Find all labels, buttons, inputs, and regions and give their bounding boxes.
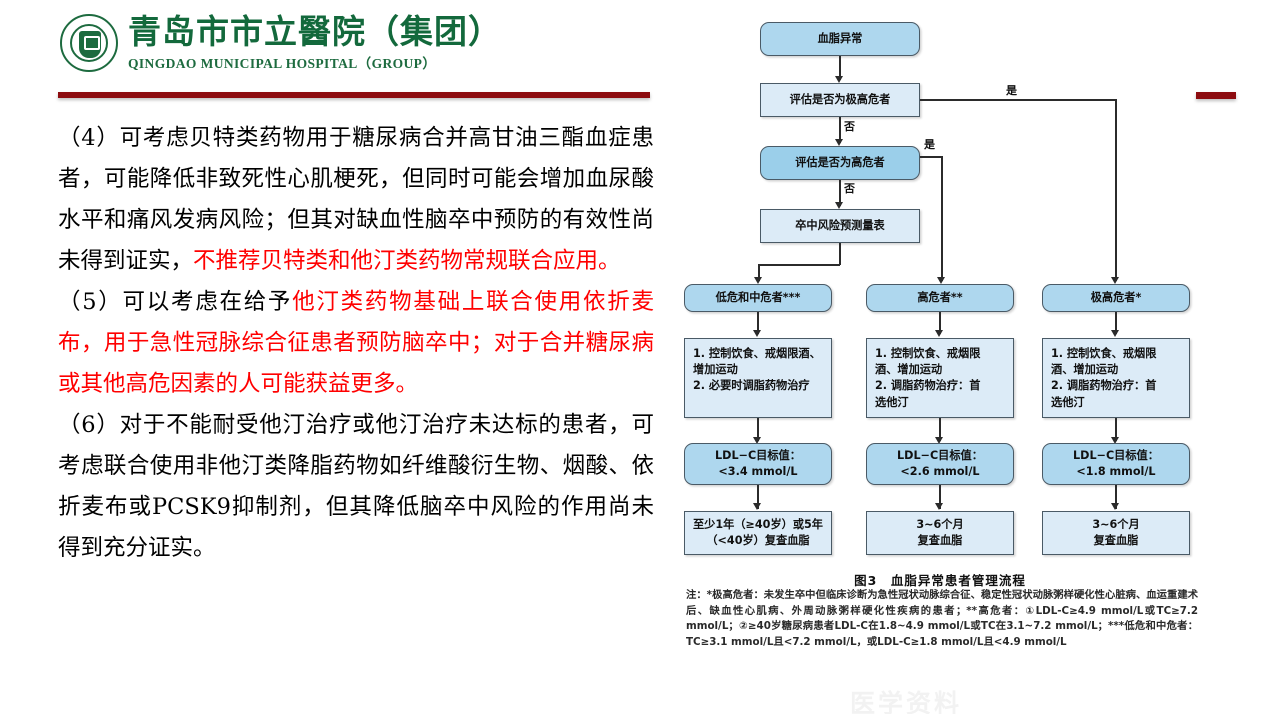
arrowhead-low-4 <box>753 503 761 510</box>
node-dyslipidemia: 血脂异常 <box>760 22 920 56</box>
connector-yes-mid-horizontal <box>920 156 942 158</box>
node-followup-high: 3~6个月 复查血脂 <box>866 511 1014 555</box>
treat-veryhigh-line3: 2. 调脂药物治疗：首 <box>1051 379 1157 393</box>
background-watermark: 医学资料 <box>850 689 963 714</box>
treat-veryhigh-line2: 酒、增加运动 <box>1051 363 1119 377</box>
treat-low-line3: 2. 必要时调脂药物治疗 <box>693 379 810 393</box>
paragraph-5: （5）可以考虑在给予他汀类药物基础上联合使用依折麦布，用于急性冠脉综合征患者预防… <box>58 282 654 405</box>
connector-no-mid <box>839 180 841 206</box>
treat-high-line3: 2. 调脂药物治疗：首 <box>875 379 981 393</box>
node-high-risk: 高危者** <box>866 284 1014 312</box>
arrowhead-high-2 <box>935 330 943 337</box>
connector-low-down <box>758 264 760 281</box>
arrowhead-yes-mid <box>937 277 945 284</box>
para4-black-text: （4）可考虑贝特类药物用于糖尿病合并高甘油三酯血症患者，可能降低非致死性心肌梗死… <box>58 125 654 274</box>
logo-english-name: QINGDAO MUNICIPAL HOSPITAL（GROUP） <box>128 55 437 71</box>
ldl-value-veryhigh: <1.8 mmol/L <box>1076 465 1156 478</box>
follow-high-line2: 复查血脂 <box>917 534 963 547</box>
edge-label-yes-top: 是 <box>1006 84 1017 97</box>
follow-high-line1: 3~6个月 <box>916 517 964 531</box>
node-followup-low: 至少1年（≥40岁）或5年 （<40岁）复查血脂 <box>684 511 832 555</box>
logo-text-group: 青岛市市立醫院（集团） QINGDAO MUNICIPAL HOSPITAL（G… <box>128 14 502 72</box>
connector-scale-down <box>839 243 841 265</box>
treat-high-line4: 选他汀 <box>875 395 909 409</box>
edge-label-no-mid: 否 <box>844 182 855 195</box>
follow-veryhigh-line1: 3~6个月 <box>1092 517 1140 531</box>
node-treatment-high: 1. 控制饮食、戒烟限 酒、增加运动 2. 调脂药物治疗：首 选他汀 <box>866 338 1014 418</box>
arrowhead-yes-top <box>1111 277 1119 284</box>
paragraph-6: （6）对于不能耐受他汀治疗或他汀治疗未达标的患者，可考虑联合使用非他汀类降脂药物… <box>58 405 654 569</box>
para5-black-text: （5）可以考虑在给予 <box>58 289 293 315</box>
connector-yes-top-horizontal <box>920 99 1116 101</box>
node-ldl-target-very-high: LDL−C目标值： <1.8 mmol/L <box>1042 443 1190 485</box>
header-divider-bar <box>58 92 650 98</box>
connector-no-top <box>839 117 841 143</box>
treat-veryhigh-line4: 选他汀 <box>1051 395 1085 409</box>
ldl-label-veryhigh: LDL−C目标值： <box>1073 448 1159 462</box>
arrowhead-low-2 <box>753 330 761 337</box>
follow-low-line2: （<40岁）复查血脂 <box>706 534 810 547</box>
slide-body-text: （4）可考虑贝特类药物用于糖尿病合并高甘油三酯血症患者，可能降低非致死性心肌梗死… <box>58 118 654 569</box>
follow-low-line1: 至少1年（≥40岁）或5年 <box>692 517 823 531</box>
paragraph-4: （4）可考虑贝特类药物用于糖尿病合并高甘油三酯血症患者，可能降低非致死性心肌梗死… <box>58 118 654 282</box>
treat-low-line2: 增加运动 <box>693 363 738 377</box>
node-treatment-low: 1. 控制饮食、戒烟限酒、 增加运动 2. 必要时调脂药物治疗 <box>684 338 832 418</box>
arrowhead-veryhigh-3 <box>1111 437 1119 444</box>
arrowhead-1 <box>835 76 843 83</box>
hospital-logo: 青岛市市立醫院（集团） QINGDAO MUNICIPAL HOSPITAL（G… <box>60 14 502 72</box>
logo-chinese-name: 青岛市市立醫院（集团） <box>128 12 502 52</box>
connector-treat-low-to-ldl <box>757 418 759 441</box>
connector-veryhigh-to-treat <box>1115 312 1117 334</box>
flowchart-figure: 血脂异常 评估是否为极高危者 是 否 评估是否为高危者 是 否 卒中风险预测量表 <box>676 8 1204 708</box>
connector-low-to-treat <box>757 312 759 334</box>
node-very-high-risk: 极高危者* <box>1042 284 1190 312</box>
connector-start-to-assess1 <box>839 56 841 80</box>
edge-label-no-top: 否 <box>844 120 855 133</box>
node-ldl-target-high: LDL−C目标值： <2.6 mmol/L <box>866 443 1014 485</box>
arrowhead-high-4 <box>935 503 943 510</box>
para4-red-text: 不推荐贝特类和他汀类药物常规联合应用。 <box>193 248 621 274</box>
treat-low-line1: 1. 控制饮食、戒烟限酒、 <box>693 347 821 360</box>
arrowhead-low-3 <box>753 437 761 444</box>
para5-red-text: 他汀类药物基础上联合使用依折麦布，用于急性冠脉综合征患者预防脑卒中；对于合并糖尿… <box>58 289 654 397</box>
arrowhead-3 <box>835 202 843 209</box>
node-followup-very-high: 3~6个月 复查血脂 <box>1042 511 1190 555</box>
connector-scale-to-low <box>758 264 840 266</box>
connector-treat-high-to-ldl <box>939 418 941 441</box>
connector-ldl-veryhigh-to-follow <box>1115 485 1117 509</box>
arrowhead-2 <box>835 139 843 146</box>
node-assess-high-risk: 评估是否为高危者 <box>760 146 920 180</box>
ldl-label-high: LDL−C目标值： <box>897 448 983 462</box>
node-low-and-moderate-risk: 低危和中危者*** <box>684 284 832 312</box>
connector-yes-mid-vertical <box>941 156 943 281</box>
arrowhead-high-3 <box>935 437 943 444</box>
treat-veryhigh-line1: 1. 控制饮食、戒烟限 <box>1051 347 1157 360</box>
arrowhead-veryhigh-2 <box>1111 330 1119 337</box>
follow-veryhigh-line2: 复查血脂 <box>1093 534 1139 547</box>
connector-ldl-high-to-follow <box>939 485 941 509</box>
treat-high-line2: 酒、增加运动 <box>875 363 943 377</box>
node-ldl-target-low: LDL−C目标值： <3.4 mmol/L <box>684 443 832 485</box>
figure-footnote: 注：*极高危者：未发生卒中但临床诊断为急性冠状动脉综合征、稳定性冠状动脉粥样硬化… <box>686 589 1198 648</box>
treat-high-line1: 1. 控制饮食、戒烟限 <box>875 347 981 360</box>
ldl-value-low: <3.4 mmol/L <box>718 465 798 478</box>
node-assess-very-high-risk: 评估是否为极高危者 <box>760 83 920 117</box>
shield-icon <box>79 31 101 58</box>
figure-caption: 图3 血脂异常患者管理流程 <box>854 573 1026 588</box>
ldl-value-high: <2.6 mmol/L <box>900 465 980 478</box>
node-treatment-very-high: 1. 控制饮食、戒烟限 酒、增加运动 2. 调脂药物治疗：首 选他汀 <box>1042 338 1190 418</box>
connector-ldl-low-to-follow <box>757 485 759 509</box>
connector-high-to-treat <box>939 312 941 334</box>
ldl-label-low: LDL−C目标值： <box>715 448 801 462</box>
hospital-emblem-icon <box>60 14 118 72</box>
slide-header: 青岛市市立醫院（集团） QINGDAO MUNICIPAL HOSPITAL（G… <box>0 0 1280 100</box>
arrowhead-veryhigh-4 <box>1111 503 1119 510</box>
header-divider-bar-right <box>1196 92 1236 99</box>
node-stroke-risk-scale: 卒中风险预测量表 <box>760 209 920 243</box>
edge-label-yes-mid: 是 <box>924 138 935 151</box>
para6-black-text: （6）对于不能耐受他汀治疗或他汀治疗未达标的患者，可考虑联合使用非他汀类降脂药物… <box>58 412 654 561</box>
arrowhead-low <box>754 277 762 284</box>
connector-yes-top-vertical <box>1115 99 1117 281</box>
connector-treat-veryhigh-to-ldl <box>1115 418 1117 441</box>
